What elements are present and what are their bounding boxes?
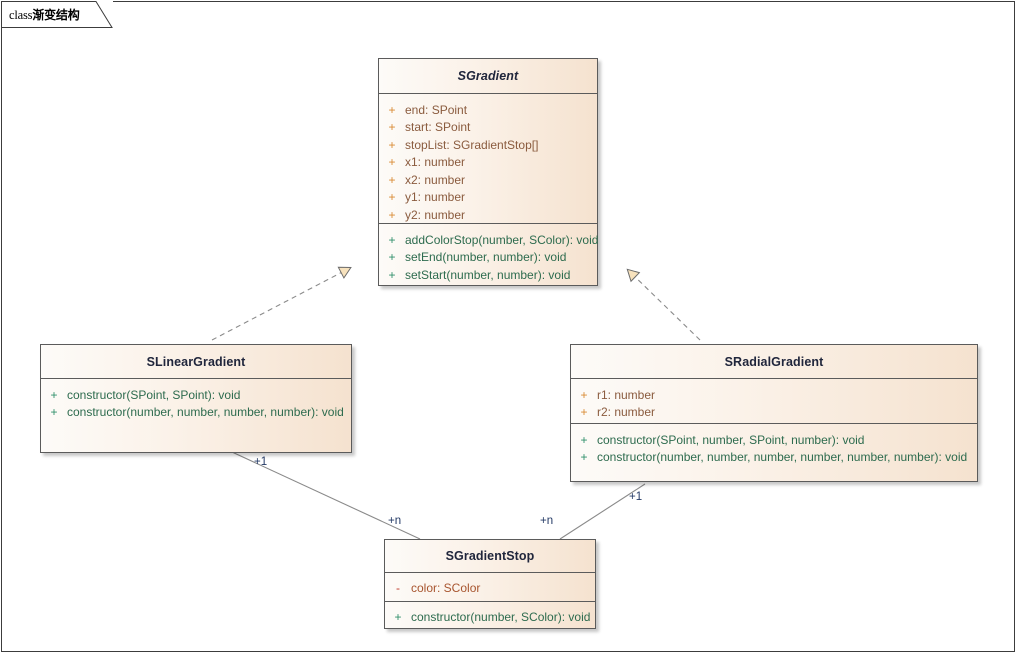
class-name-sgradient: SGradient — [457, 69, 519, 83]
diagram-title-label: class渐变结构 — [9, 6, 80, 23]
visibility-marker: + — [580, 450, 588, 465]
attributes-compartment-sgradient: + end: SPoint + start: SPoint + stopList… — [379, 93, 597, 223]
attribute-signature: r2: number — [597, 405, 656, 420]
class-box-sradialgradient[interactable]: SRadialGradient + r1: number + r2: numbe… — [570, 344, 978, 482]
visibility-marker: + — [388, 190, 396, 205]
attribute-row: + x1: number — [379, 154, 597, 172]
attribute-signature: color: SColor — [411, 580, 481, 595]
title-tab-shape — [1, 1, 113, 28]
attribute-row: + r2: number — [571, 404, 977, 422]
attribute-signature: y2: number — [405, 207, 466, 222]
visibility-marker: - — [396, 580, 400, 595]
visibility-marker: + — [388, 232, 396, 247]
operations-compartment-sgradient: + addColorStop(number, SColor): void + s… — [379, 223, 599, 286]
attribute-row: - color: SColor — [385, 579, 595, 597]
operation-row: + constructor(number, number, number, nu… — [571, 449, 977, 467]
attribute-signature: y1: number — [405, 190, 466, 205]
operation-signature: setStart(number, number): void — [405, 267, 571, 282]
attributes-compartment-sgradientstop: - color: SColor — [385, 572, 595, 601]
attribute-signature: x1: number — [405, 155, 466, 170]
operation-row: + constructor(SPoint, number, SPoint, nu… — [571, 431, 977, 449]
diagram-title-tab: class渐变结构 — [1, 1, 113, 28]
class-name-slineargradient: SLinearGradient — [146, 354, 246, 369]
class-name-sgradientstop: SGradientStop — [445, 549, 535, 563]
visibility-marker: + — [580, 432, 588, 447]
edge-label-lin-target-multiplicity: +n — [388, 515, 402, 527]
attribute-signature: stopList: SGradientStop[] — [405, 137, 539, 152]
operation-row: + setEnd(number, number): void — [379, 249, 597, 267]
visibility-marker: + — [50, 405, 58, 420]
operation-row: + constructor(number, number, number, nu… — [41, 404, 351, 422]
operation-signature: constructor(number, number, number, numb… — [67, 405, 344, 420]
diagram-title-keyword: class — [9, 8, 33, 22]
operation-signature: addColorStop(number, SColor): void — [405, 232, 599, 247]
visibility-marker: + — [50, 387, 58, 402]
attribute-row: + stopList: SGradientStop[] — [379, 136, 597, 154]
class-box-sgradient[interactable]: SGradient + end: SPoint + start: SPoint … — [378, 58, 598, 286]
operations-compartment-slineargradient: + constructor(SPoint, SPoint): void + co… — [41, 378, 351, 452]
operation-row: + addColorStop(number, SColor): void — [379, 231, 599, 249]
visibility-marker: + — [580, 405, 588, 420]
visibility-marker: + — [388, 267, 396, 282]
visibility-marker: + — [388, 102, 396, 117]
visibility-marker: + — [394, 609, 402, 624]
attribute-row: + y2: number — [379, 206, 597, 224]
visibility-marker: + — [388, 207, 396, 222]
operation-row: + setStart(number, number): void — [379, 266, 597, 284]
operation-row: + constructor(number, SColor): void — [385, 608, 595, 626]
class-name-sradialgradient: SRadialGradient — [724, 354, 824, 369]
edge-label-rad-source-multiplicity: +1 — [629, 491, 643, 503]
visibility-marker: + — [388, 172, 396, 187]
attribute-row: + start: SPoint — [379, 119, 597, 137]
operation-signature: constructor(number, SColor): void — [411, 609, 591, 624]
attribute-row: + r1: number — [571, 386, 977, 404]
attribute-signature: r1: number — [597, 387, 656, 402]
operations-compartment-sradialgradient: + constructor(SPoint, number, SPoint, nu… — [571, 423, 977, 483]
operations-compartment-sgradientstop: + constructor(number, SColor): void — [385, 601, 595, 630]
operation-signature: constructor(SPoint, number, SPoint, numb… — [597, 432, 865, 447]
operation-row: + constructor(SPoint, SPoint): void — [41, 386, 351, 404]
class-box-sgradientstop[interactable]: SGradientStop - color: SColor + construc… — [384, 539, 596, 629]
attribute-signature: start: SPoint — [405, 120, 471, 135]
visibility-marker: + — [388, 250, 396, 265]
attributes-compartment-sradialgradient: + r1: number + r2: number — [571, 378, 977, 423]
attribute-row: + end: SPoint — [379, 101, 597, 119]
diagram-title-text: 渐变结构 — [32, 8, 80, 22]
class-box-slineargradient[interactable]: SLinearGradient + constructor(SPoint, SP… — [40, 344, 352, 453]
attribute-row: + y1: number — [379, 189, 597, 207]
attribute-signature: end: SPoint — [405, 102, 468, 117]
edge-label-lin-source-multiplicity: +1 — [254, 456, 268, 468]
visibility-marker: + — [388, 155, 396, 170]
attribute-signature: x2: number — [405, 172, 466, 187]
attribute-row: + x2: number — [379, 171, 597, 189]
visibility-marker: + — [388, 120, 396, 135]
operation-signature: constructor(SPoint, SPoint): void — [67, 387, 241, 402]
visibility-marker: + — [388, 137, 396, 152]
operation-signature: constructor(number, number, number, numb… — [597, 450, 968, 465]
visibility-marker: + — [580, 387, 588, 402]
edge-label-rad-target-multiplicity: +n — [540, 515, 554, 527]
operation-signature: setEnd(number, number): void — [405, 250, 567, 265]
